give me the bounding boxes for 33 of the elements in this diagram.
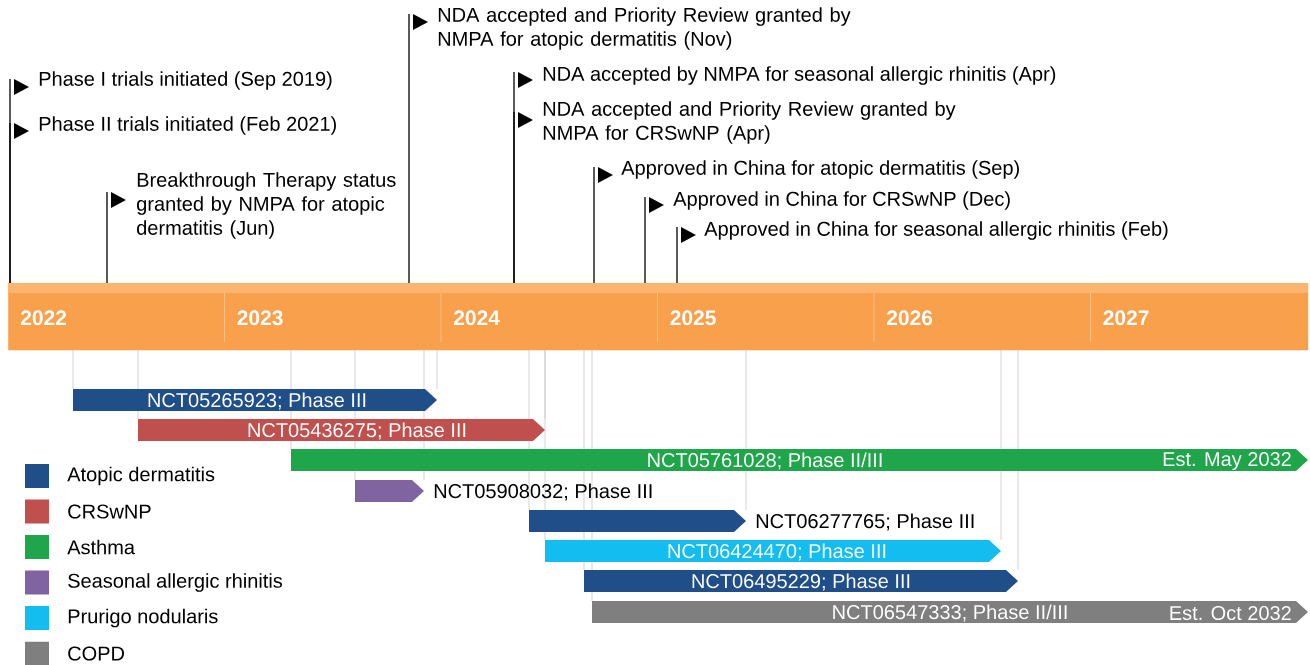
- legend-label: CRSwNP: [68, 504, 151, 519]
- milestone-text: NDA accepted by NMPA for seasonal allergic rhinitis (Apr): [543, 66, 1056, 85]
- flag-pole: [9, 122, 29, 284]
- flag-pole: [106, 191, 126, 284]
- timeline-band: 2022 2023 2024 2025 2026 2027: [8, 283, 1309, 351]
- trial-bar: NCT05265923; Phase III: [73, 389, 437, 411]
- milestone-text: Approved in China for seasonal allergic rhinitis (Feb): [704, 221, 1168, 240]
- trial-bar: NCT05436275; Phase III: [138, 419, 545, 441]
- milestone-text: Breakthrough Therapy status granted by NMPA for atopic dermatitis (Jun): [137, 172, 396, 239]
- flag-pole: [408, 13, 428, 284]
- trial-label: NCT06277765; Phase III: [756, 513, 974, 531]
- flag-pole: [513, 111, 533, 284]
- legend-label: Atopic dermatitis: [67, 466, 215, 486]
- flag-pole: [593, 166, 613, 284]
- trial-bar: NCT06424470; Phase III: [545, 540, 1001, 562]
- milestone-text: NDA accepted and Priority Review granted by NMPA for atopic dermatitis (Nov): [438, 7, 851, 50]
- legend-label: Prurigo nodularis: [68, 608, 218, 628]
- milestone-text: Approved in China for CRSwNP (Dec): [673, 191, 1010, 210]
- milestone-text: Approved in China for atopic dermatitis (Sep): [621, 160, 1019, 179]
- legend-label: COPD: [68, 646, 125, 661]
- trial-bar: NCT06547333; Phase II/III Est. Oct 2032: [592, 601, 1308, 623]
- flag-pole: [644, 196, 664, 284]
- trial-bar: NCT06495229; Phase III: [584, 570, 1018, 592]
- flag-pole: [676, 226, 696, 284]
- trial-label: NCT05908032; Phase III: [434, 483, 652, 501]
- milestone-text: Phase I trials initiated (Sep 2019): [39, 71, 332, 90]
- legend-label: Seasonal allergic rhinitis: [68, 573, 283, 592]
- trial-bar: [355, 480, 424, 502]
- legend-label: Asthma: [67, 539, 135, 555]
- milestone-text: Phase II trials initiated (Feb 2021): [39, 116, 336, 135]
- trial-bar: NCT05761028; Phase II/III Est. May 2032: [291, 449, 1308, 471]
- milestone-text: NDA accepted and Priority Review granted by NMPA for CRSwNP (Apr): [543, 101, 956, 144]
- trial-bar: [529, 510, 746, 532]
